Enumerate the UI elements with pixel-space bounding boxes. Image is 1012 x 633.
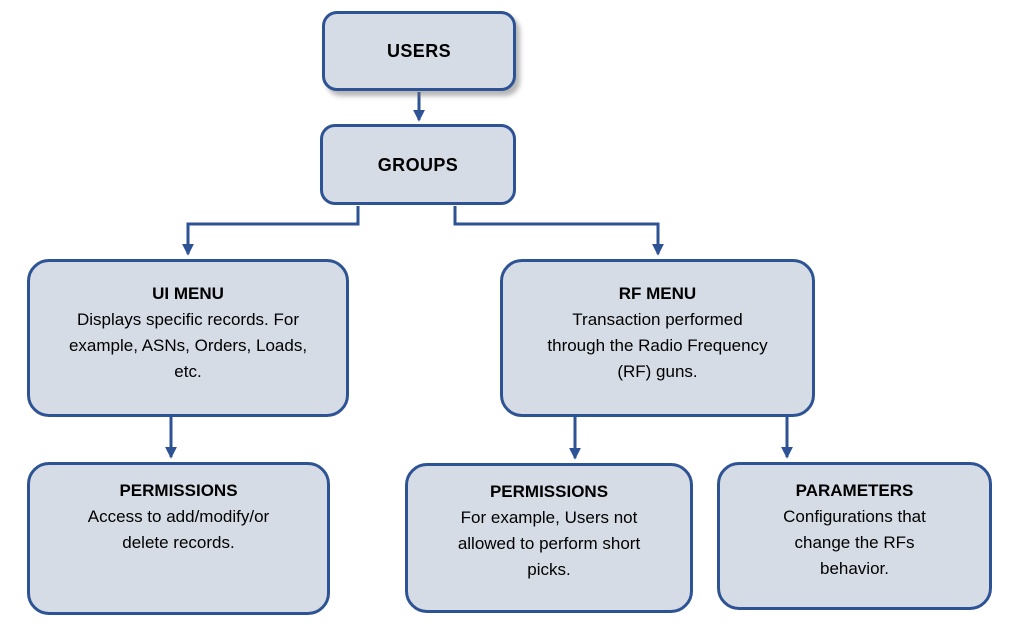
node-users: USERS xyxy=(322,11,516,91)
node-rf-menu: RF MENU Transaction performed through th… xyxy=(500,259,815,417)
node-body: For example, Users not allowed to perfor… xyxy=(457,508,641,579)
node-permissions-rf: PERMISSIONS For example, Users not allow… xyxy=(405,463,693,613)
node-title: RF MENU xyxy=(618,284,697,303)
node-title: USERS xyxy=(386,41,451,61)
node-body: Configurations that change the RFs behav… xyxy=(783,507,926,578)
node-title: PERMISSIONS xyxy=(489,482,609,501)
node-groups: GROUPS xyxy=(320,124,516,205)
connector-groups-ui-menu xyxy=(182,206,360,256)
node-body: Access to add/modify/or delete records. xyxy=(87,507,270,552)
node-parameters: PARAMETERS Configurations that change th… xyxy=(717,462,992,610)
node-body: Transaction performed through the Radio … xyxy=(547,310,768,381)
node-title: PARAMETERS xyxy=(795,481,914,500)
node-title: UI MENU xyxy=(152,284,224,303)
node-body: Displays specific records. For example, … xyxy=(68,310,308,381)
node-title: PERMISSIONS xyxy=(119,481,238,500)
connector-groups-rf-menu xyxy=(453,206,664,256)
node-permissions-ui: PERMISSIONS Access to add/modify/or dele… xyxy=(27,462,330,615)
node-ui-menu: UI MENU Displays specific records. For e… xyxy=(27,259,349,417)
node-title: GROUPS xyxy=(377,154,459,175)
